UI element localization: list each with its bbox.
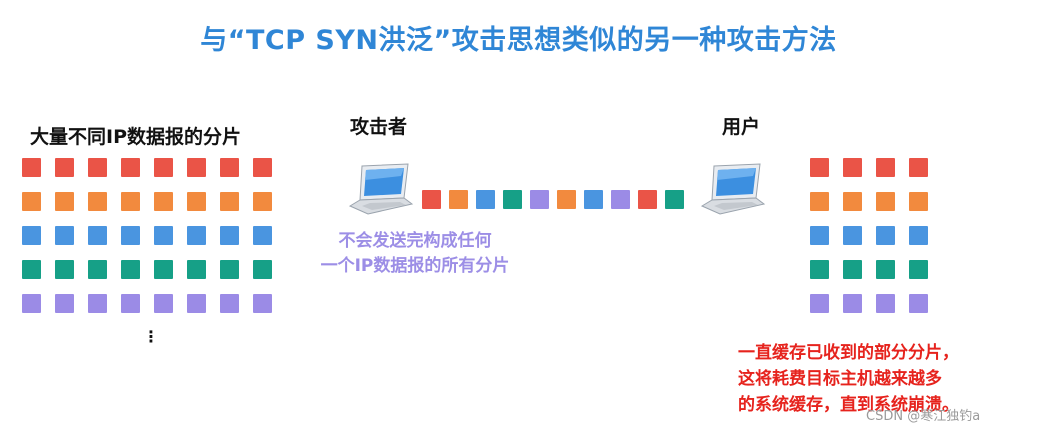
user-note: 一直缓存已收到的部分分片， 这将耗费目标主机越来越多 的系统缓存，直到系统崩溃。: [738, 340, 959, 418]
fragment-square: [121, 226, 140, 245]
attacker-note-line-1: 不会发送完构成任何: [338, 231, 492, 251]
fragment-square: [810, 294, 829, 313]
fragment-square: [876, 192, 895, 211]
stream-fragment: [422, 190, 441, 209]
fragment-square: [909, 260, 928, 279]
fragment-square: [55, 294, 74, 313]
fragment-square: [220, 158, 239, 177]
stream-fragment: [611, 190, 630, 209]
fragment-square: [810, 192, 829, 211]
attacker-laptop-icon: [348, 163, 414, 215]
fragment-square: [121, 192, 140, 211]
fragment-square: [909, 158, 928, 177]
user-note-line-1: 一直缓存已收到的部分分片，: [738, 343, 959, 363]
fragment-square: [843, 260, 862, 279]
fragment-square: [22, 192, 41, 211]
fragment-square: [121, 158, 140, 177]
stream-fragment: [665, 190, 684, 209]
attacker-note: 不会发送完构成任何 一个IP数据报的所有分片: [280, 229, 550, 279]
stream-fragment: [638, 190, 657, 209]
fragment-square: [55, 192, 74, 211]
fragment-square: [220, 294, 239, 313]
fragment-square: [22, 226, 41, 245]
stream-fragment: [449, 190, 468, 209]
fragment-square: [88, 294, 107, 313]
fragment-square: [909, 192, 928, 211]
fragment-square: [843, 158, 862, 177]
fragment-square: [810, 158, 829, 177]
fragment-square: [253, 192, 272, 211]
fragment-square: [876, 226, 895, 245]
ellipsis: ⋮: [143, 327, 159, 346]
fragment-square: [187, 192, 206, 211]
fragment-square: [154, 158, 173, 177]
user-laptop-icon: [700, 163, 766, 215]
fragment-square: [154, 226, 173, 245]
user-label: 用户: [722, 116, 761, 138]
fragment-square: [220, 192, 239, 211]
fragment-square: [121, 260, 140, 279]
fragment-square: [876, 260, 895, 279]
fragment-square: [810, 226, 829, 245]
right-fragment-grid: [810, 158, 940, 318]
fragment-square: [187, 226, 206, 245]
user-note-line-3: 的系统缓存，直到系统崩溃。: [738, 395, 959, 415]
fragment-square: [909, 294, 928, 313]
fragment-square: [843, 192, 862, 211]
fragment-square: [22, 260, 41, 279]
fragment-square: [187, 294, 206, 313]
fragment-square: [88, 192, 107, 211]
stream-fragment: [476, 190, 495, 209]
fragment-square: [876, 158, 895, 177]
fragment-square: [154, 192, 173, 211]
fragment-square: [253, 226, 272, 245]
fragment-square: [843, 294, 862, 313]
fragment-square: [876, 294, 895, 313]
fragment-square: [253, 294, 272, 313]
left-fragment-grid: [22, 158, 282, 318]
fragment-square: [253, 260, 272, 279]
fragment-square: [22, 294, 41, 313]
fragment-square: [843, 226, 862, 245]
fragment-square: [55, 260, 74, 279]
fragment-stream: [422, 190, 692, 210]
stream-fragment: [503, 190, 522, 209]
fragment-square: [22, 158, 41, 177]
fragment-square: [55, 226, 74, 245]
fragment-square: [909, 226, 928, 245]
attacker-note-line-2: 一个IP数据报的所有分片: [320, 256, 510, 276]
stream-fragment: [557, 190, 576, 209]
attacker-label: 攻击者: [350, 116, 408, 138]
fragment-square: [220, 260, 239, 279]
fragment-square: [88, 260, 107, 279]
fragment-square: [220, 226, 239, 245]
fragment-square: [88, 158, 107, 177]
fragment-square: [810, 260, 829, 279]
user-note-line-2: 这将耗费目标主机越来越多: [738, 369, 942, 389]
fragment-square: [187, 260, 206, 279]
fragment-square: [154, 260, 173, 279]
watermark: CSDN @寒江独钓a: [866, 409, 981, 424]
fragment-square: [121, 294, 140, 313]
fragment-square: [253, 158, 272, 177]
fragment-square: [187, 158, 206, 177]
diagram-title: 与“TCP SYN洪泛”攻击思想类似的另一种攻击方法: [200, 25, 837, 56]
fragment-square: [55, 158, 74, 177]
fragment-square: [154, 294, 173, 313]
left-fragments-label: 大量不同IP数据报的分片: [30, 126, 241, 148]
stream-fragment: [530, 190, 549, 209]
stream-fragment: [584, 190, 603, 209]
fragment-square: [88, 226, 107, 245]
